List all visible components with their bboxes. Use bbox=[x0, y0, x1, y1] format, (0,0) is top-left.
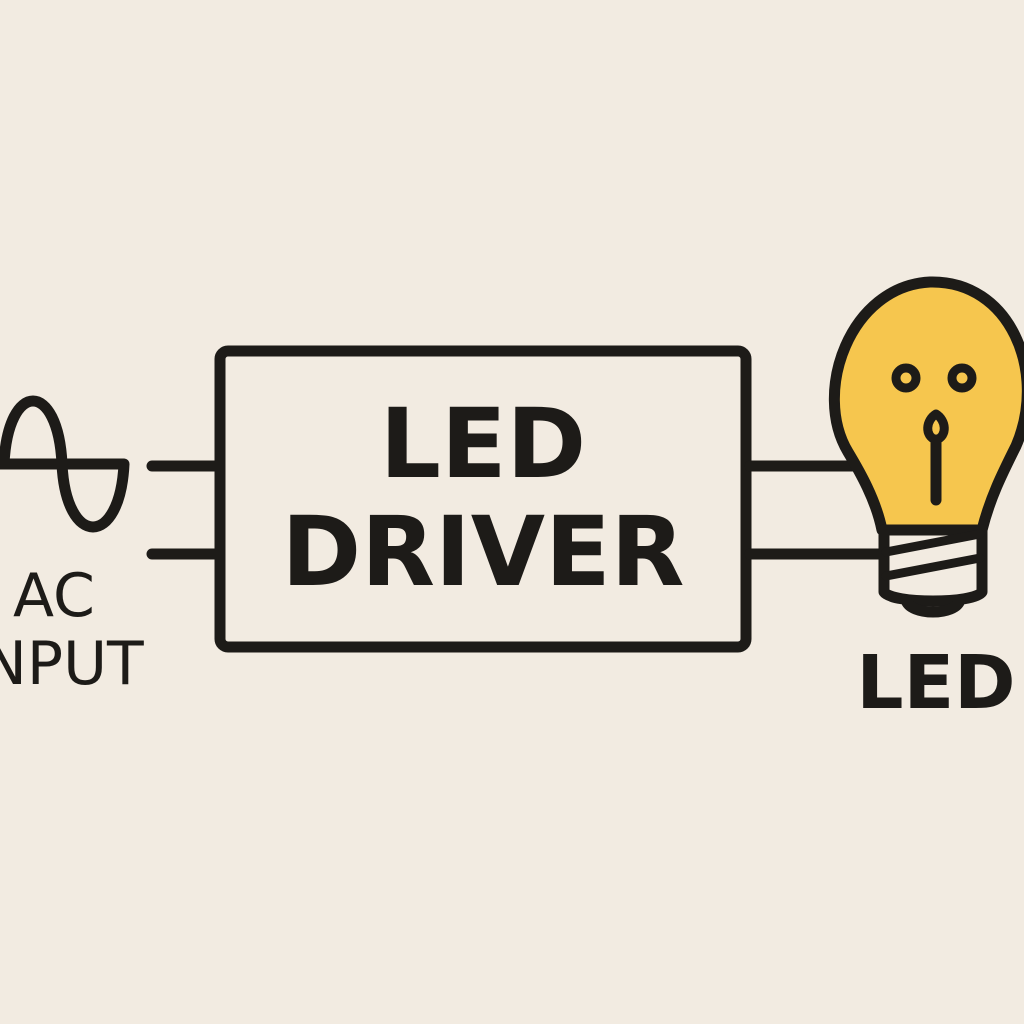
driver-box bbox=[214, 345, 752, 653]
input-wires bbox=[146, 460, 224, 560]
sine-wave-icon bbox=[0, 395, 130, 533]
bulb-eye-left bbox=[891, 363, 921, 393]
bulb-tip bbox=[900, 594, 966, 618]
ac-input-label-line2: INPUT bbox=[0, 629, 144, 699]
ac-input-label-line1: AC bbox=[13, 561, 95, 631]
bulb-thread-2 bbox=[881, 553, 985, 581]
bulb-eye-right bbox=[947, 363, 977, 393]
led-label: LED bbox=[856, 640, 1015, 726]
bulb-glass bbox=[828, 276, 1024, 536]
driver-label-line2: DRIVER bbox=[281, 496, 684, 608]
led-driver-block: LED DRIVER bbox=[214, 345, 752, 653]
ac-source bbox=[0, 395, 130, 533]
driver-label-line1: LED bbox=[380, 388, 586, 500]
output-wires bbox=[744, 460, 890, 560]
light-bulb-icon bbox=[828, 276, 1024, 618]
bulb-thread-1 bbox=[881, 529, 985, 557]
